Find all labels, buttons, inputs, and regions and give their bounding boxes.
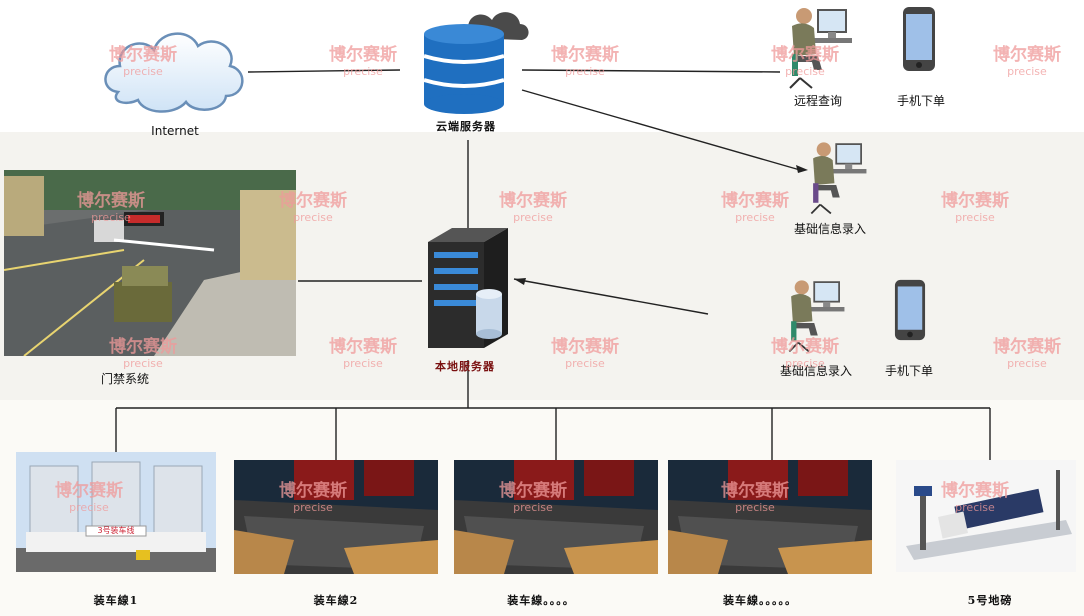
local-server-icon: [428, 228, 508, 348]
operator-at-computer-icon: [788, 280, 845, 353]
loading-station-photo: [668, 460, 872, 574]
line-cloud-basicinfo: [521, 89, 801, 171]
mobile-order-label-low: 手机下单: [884, 364, 933, 378]
silo-banner-text: 3号装车线: [97, 526, 135, 535]
station-label: 装车線。。。。: [507, 594, 575, 607]
line-internet-cloud: [247, 69, 401, 73]
local-server-label: 本地服务器: [435, 360, 495, 373]
silo-station-photo: [16, 452, 216, 572]
station-label: 5号地磅: [967, 594, 1013, 607]
line-cloud-remote: [521, 69, 781, 73]
operator-at-computer-icon: [789, 8, 852, 89]
mobile-phone-icon-low: [894, 279, 926, 341]
station-label: 装车線2: [313, 594, 359, 607]
internet-label: Internet: [151, 124, 199, 138]
station-label: 装车線1: [93, 594, 139, 607]
operator-at-computer-icon: [810, 142, 867, 215]
gate-system-photo: [4, 170, 296, 356]
basic-info-label-low: 基础信息录入: [779, 364, 852, 378]
remote-query-label: 远程查询: [793, 94, 842, 108]
loading-station-photo: [454, 460, 658, 574]
line-basicinfo2-local: [513, 278, 709, 315]
basic-info-label-mid: 基础信息录入: [793, 222, 866, 236]
gate-system-label: 门禁系统: [100, 372, 149, 386]
station-label: 装车線。。。。。: [723, 594, 797, 607]
mobile-order-label-top: 手机下单: [896, 94, 945, 108]
weighbridge-photo: [896, 460, 1076, 572]
cloud-server-label: 云端服务器: [436, 120, 496, 133]
internet-cloud-icon: [104, 32, 244, 113]
cloud-server-icon: [423, 12, 529, 114]
loading-station-photo: [234, 460, 438, 574]
mobile-phone-icon-top: [903, 7, 935, 71]
